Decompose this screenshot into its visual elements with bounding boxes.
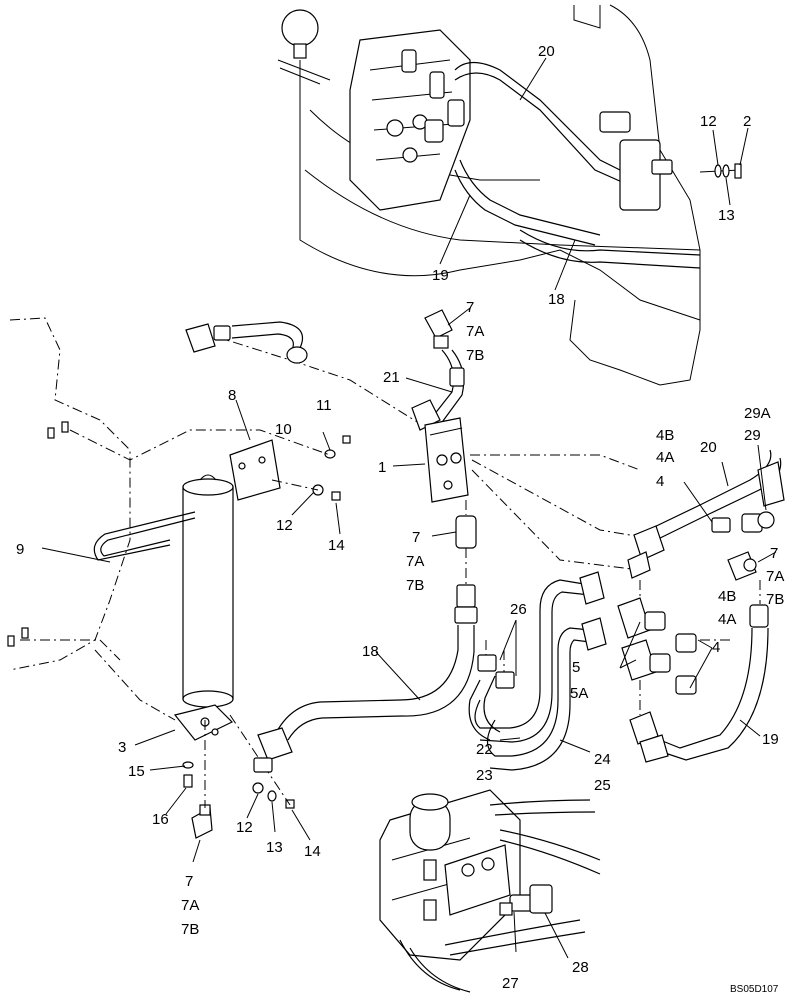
callout-7-lower: 7 bbox=[412, 529, 420, 546]
callout-7a-right: 7A bbox=[766, 568, 784, 585]
callout-7-bot: 7 bbox=[185, 873, 193, 890]
callout-4-right: 4 bbox=[712, 639, 720, 656]
callout-26: 26 bbox=[510, 601, 527, 618]
callout-14-bot: 14 bbox=[304, 843, 321, 860]
callout-12-bot: 12 bbox=[236, 819, 253, 836]
callout-18-top: 18 bbox=[548, 291, 565, 308]
callout-7-right: 7 bbox=[770, 545, 778, 562]
callout-7b-bot: 7B bbox=[181, 921, 199, 938]
callout-25: 25 bbox=[594, 777, 611, 794]
callout-4-up: 4 bbox=[656, 473, 664, 490]
callout-7b-mid: 7B bbox=[466, 347, 484, 364]
callout-5a: 5A bbox=[570, 685, 588, 702]
callout-29: 29 bbox=[744, 427, 761, 444]
callout-24: 24 bbox=[594, 751, 611, 768]
callout-20-top: 20 bbox=[538, 43, 555, 60]
figure-code: BS05D107 bbox=[730, 984, 779, 995]
callout-19-right: 19 bbox=[762, 731, 779, 748]
callout-2-top: 2 bbox=[743, 113, 751, 130]
callout-13-bot: 13 bbox=[266, 839, 283, 856]
callout-27: 27 bbox=[502, 975, 519, 992]
callout-4b-up: 4B bbox=[656, 427, 674, 444]
callout-16: 16 bbox=[152, 811, 169, 828]
callout-7-mid: 7 bbox=[466, 299, 474, 316]
callout-19-top: 19 bbox=[432, 267, 449, 284]
callout-29a: 29A bbox=[744, 405, 771, 422]
bottom-valve-assembly bbox=[379, 789, 601, 993]
callout-23: 23 bbox=[476, 767, 493, 784]
callout-9: 9 bbox=[16, 541, 24, 558]
callout-22: 22 bbox=[476, 741, 493, 758]
filter-assembly bbox=[7, 317, 431, 863]
callout-14-mid: 14 bbox=[328, 537, 345, 554]
callout-1: 1 bbox=[378, 459, 386, 476]
callout-15: 15 bbox=[128, 763, 145, 780]
callout-4a-up: 4A bbox=[656, 449, 674, 466]
callout-4b-right: 4B bbox=[718, 588, 736, 605]
callout-10: 10 bbox=[275, 421, 292, 438]
callout-8: 8 bbox=[228, 387, 236, 404]
callout-7b-right: 7B bbox=[766, 591, 784, 608]
callout-12-top: 12 bbox=[700, 113, 717, 130]
callout-21: 21 bbox=[383, 369, 400, 386]
callout-13-top: 13 bbox=[718, 207, 735, 224]
right-assembly bbox=[468, 444, 785, 771]
callout-7a-mid: 7A bbox=[466, 323, 484, 340]
callout-28: 28 bbox=[572, 959, 589, 976]
callout-7a-lower: 7A bbox=[406, 553, 424, 570]
callout-7a-bot: 7A bbox=[181, 897, 199, 914]
callout-18-mid: 18 bbox=[362, 643, 379, 660]
center-assembly bbox=[185, 307, 661, 773]
callout-4a-right: 4A bbox=[718, 611, 736, 628]
top-valve-assembly bbox=[277, 4, 749, 386]
callout-labels: 20 12 2 13 19 18 7 7A 7B 21 8 11 10 1 29… bbox=[16, 43, 784, 995]
callout-7b-lower: 7B bbox=[406, 577, 424, 594]
callout-5: 5 bbox=[572, 659, 580, 676]
callout-20-mid: 20 bbox=[700, 439, 717, 456]
callout-3: 3 bbox=[118, 739, 126, 756]
callout-12-mid: 12 bbox=[276, 517, 293, 534]
callout-11: 11 bbox=[316, 397, 332, 414]
